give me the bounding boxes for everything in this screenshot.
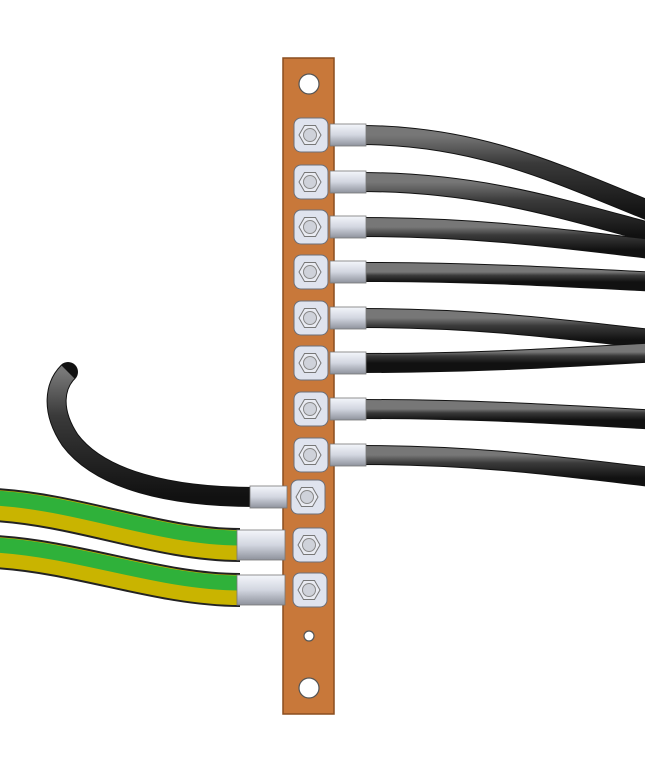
bolt-icon	[303, 265, 317, 279]
black-cable	[359, 218, 645, 258]
black-cable	[359, 343, 645, 372]
black-cable	[359, 173, 645, 241]
busbar	[282, 57, 335, 715]
lug-barrel	[236, 529, 286, 561]
lug-barrel	[329, 215, 367, 239]
lug-barrel	[236, 574, 286, 606]
black-cable	[359, 263, 645, 291]
ground-cable-green	[0, 537, 241, 591]
black-cable	[359, 309, 645, 348]
lug-barrel	[329, 306, 367, 330]
black-cable	[359, 400, 645, 429]
black-cable	[359, 446, 645, 486]
ground-cable-green	[0, 490, 241, 546]
cable-lugs	[236, 117, 367, 608]
lug-barrel	[329, 443, 367, 467]
bolt-icon	[302, 583, 316, 597]
busbar-plate	[282, 57, 335, 715]
bolt-icon	[303, 311, 317, 325]
bolt-icon	[300, 490, 314, 504]
bolt-icon	[303, 175, 317, 189]
lug-barrel	[249, 485, 288, 509]
mounting-hole	[298, 73, 320, 95]
right-cables	[350, 125, 645, 487]
bolt-icon	[303, 220, 317, 234]
bolt-icon	[302, 538, 316, 552]
lug-barrel	[329, 351, 367, 375]
lug-barrel	[329, 123, 367, 147]
bolt-icon	[303, 448, 317, 462]
mounting-hole	[303, 630, 315, 642]
lug-barrel	[329, 170, 367, 194]
black-cable	[359, 126, 645, 219]
left-cables	[0, 362, 265, 607]
lug-barrel	[329, 260, 367, 284]
bolt-icon	[303, 128, 317, 142]
bolt-icon	[303, 402, 317, 416]
bolt-icon	[303, 356, 317, 370]
mounting-hole	[298, 677, 320, 699]
black-cable-left	[47, 365, 256, 506]
lug-barrel	[329, 397, 367, 421]
